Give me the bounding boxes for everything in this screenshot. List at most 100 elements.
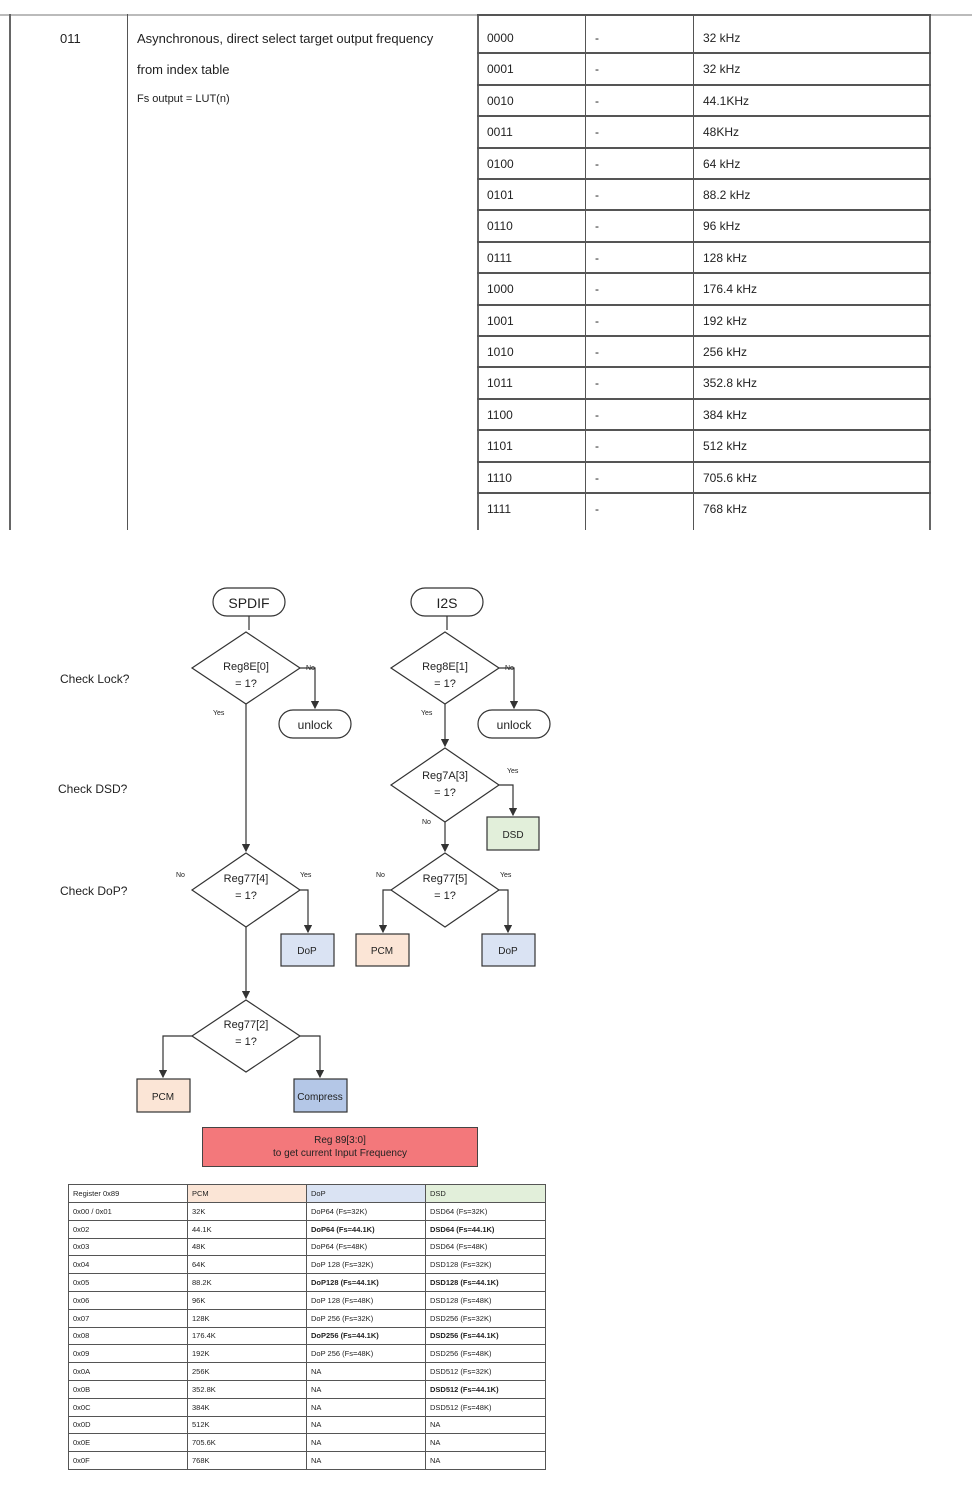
row-divider [477, 14, 931, 16]
dop-cell: DoP 256 (Fs=32K) [306, 1308, 426, 1328]
pcm-cell: 64K [187, 1255, 307, 1275]
row-divider [477, 52, 931, 55]
lut-dash-cell: - [595, 31, 599, 45]
spdif-compress-label: Compress [297, 1092, 343, 1103]
lut-frequency-cell: 96 kHz [703, 219, 741, 234]
table-col-divider-3 [585, 14, 586, 530]
connector [499, 784, 518, 817]
i2s-dsd-eq: = 1? [434, 787, 456, 799]
lut-dash-cell: - [595, 125, 599, 140]
register-value-cell: 0x0A [68, 1362, 188, 1381]
dop-cell: NA [306, 1433, 426, 1453]
input-detection-flowchart: Check Lock? Check DSD? Check DoP? SPDIF … [58, 587, 551, 1113]
dop-cell: NA [306, 1362, 426, 1381]
header-dsd: DSD [425, 1184, 546, 1203]
register-value-cell: 0x05 [68, 1273, 188, 1292]
lut-frequency-cell: 32 kHz [703, 62, 741, 77]
header-pcm: PCM [187, 1184, 307, 1203]
row-divider [477, 146, 931, 149]
reg89-title: Reg 89[3:0] [314, 1135, 366, 1146]
register-value-cell: 0x0E [68, 1433, 188, 1453]
connector [300, 667, 320, 710]
lut-frequency-cell: 44.1KHz [703, 93, 750, 108]
lut-dash-cell: - [595, 188, 599, 202]
dsd-cell: DSD64 (Fs=48K) [425, 1237, 546, 1257]
pcm-cell: 96K [187, 1290, 307, 1310]
dsd-cell: NA [425, 1415, 546, 1435]
lut-index-cell: 0100 [487, 156, 514, 171]
lut-index-cell: 1101 [487, 439, 513, 454]
dsd-cell: DSD128 (Fs=48K) [425, 1290, 546, 1310]
row-divider [477, 115, 931, 118]
connector [378, 889, 391, 934]
row-divider [477, 429, 931, 432]
dop-cell: DoP 256 (Fs=48K) [306, 1344, 426, 1364]
lut-frequency-cell: 352.8 kHz [703, 376, 758, 391]
lut-index-cell: 1110 [487, 470, 512, 485]
i2s-dop-eq: = 1? [434, 890, 456, 902]
row-divider [477, 303, 931, 306]
dsd-cell: DSD256 (Fs=44.1K) [425, 1326, 546, 1346]
check-lock-label: Check Lock? [60, 672, 130, 686]
check-dop-label: Check DoP? [60, 884, 128, 898]
lut-index-cell: 0010 [487, 93, 514, 108]
i2s-dsd-box [486, 816, 540, 851]
lut-frequency-cell: 32 kHz [703, 31, 741, 45]
pcm-cell: 176.4K [187, 1326, 307, 1346]
pcm-cell: 256K [187, 1362, 307, 1381]
header-register: Register 0x89 [68, 1184, 188, 1203]
i2s-dsd-yes: Yes [507, 768, 519, 775]
row-divider [477, 240, 931, 243]
spdif-compress-decision [190, 999, 302, 1073]
mode-code-cell: 011 [60, 31, 81, 46]
dsd-cell: DSD512 (Fs=32K) [425, 1362, 546, 1381]
row-divider [477, 83, 931, 86]
dsd-cell: DSD256 (Fs=32K) [425, 1308, 546, 1328]
i2s-pcm-box [355, 933, 410, 967]
row-divider [477, 397, 931, 400]
table-right-border [929, 14, 931, 530]
lut-frequency-cell: 128 kHz [703, 250, 748, 265]
i2s-pcm-label: PCM [371, 946, 393, 957]
row-divider [477, 366, 931, 369]
pcm-cell: 192K [187, 1344, 307, 1364]
lut-dash-cell: - [595, 313, 599, 328]
pcm-cell: 352.8K [187, 1379, 307, 1399]
register-value-cell: 0x0C [68, 1397, 188, 1417]
connector [158, 1035, 192, 1079]
row-divider [477, 272, 931, 275]
row-divider [477, 178, 931, 180]
lut-dash-cell: - [595, 93, 599, 108]
spdif-compress-box [293, 1078, 348, 1113]
pcm-cell: 128K [187, 1308, 307, 1328]
dsd-cell: DSD512 (Fs=44.1K) [425, 1379, 546, 1399]
lut-dash-cell: - [595, 345, 599, 359]
connector [300, 1035, 325, 1079]
pcm-cell: 705.6K [187, 1433, 307, 1453]
lut-frequency-cell: 48KHz [703, 125, 740, 140]
table-col-divider-4 [693, 14, 694, 530]
dop-cell: NA [306, 1397, 426, 1417]
dop-cell: DoP 128 (Fs=32K) [306, 1255, 426, 1275]
lut-index-cell: 0001 [487, 62, 514, 77]
spdif-lock-yes: Yes [213, 710, 225, 717]
register-value-cell: 0x0B [68, 1379, 188, 1399]
dsd-cell: DSD512 (Fs=48K) [425, 1397, 546, 1417]
dop-cell: DoP64 (Fs=44.1K) [306, 1219, 426, 1239]
row-divider [477, 460, 931, 463]
pcm-cell: 44.1K [187, 1219, 307, 1239]
spdif-unlock-terminator [278, 709, 352, 739]
lut-dash-cell: - [595, 282, 599, 297]
connector [499, 667, 519, 710]
pcm-cell: 512K [187, 1415, 307, 1435]
lut-frequency-cell: 88.2 kHz [703, 188, 751, 202]
